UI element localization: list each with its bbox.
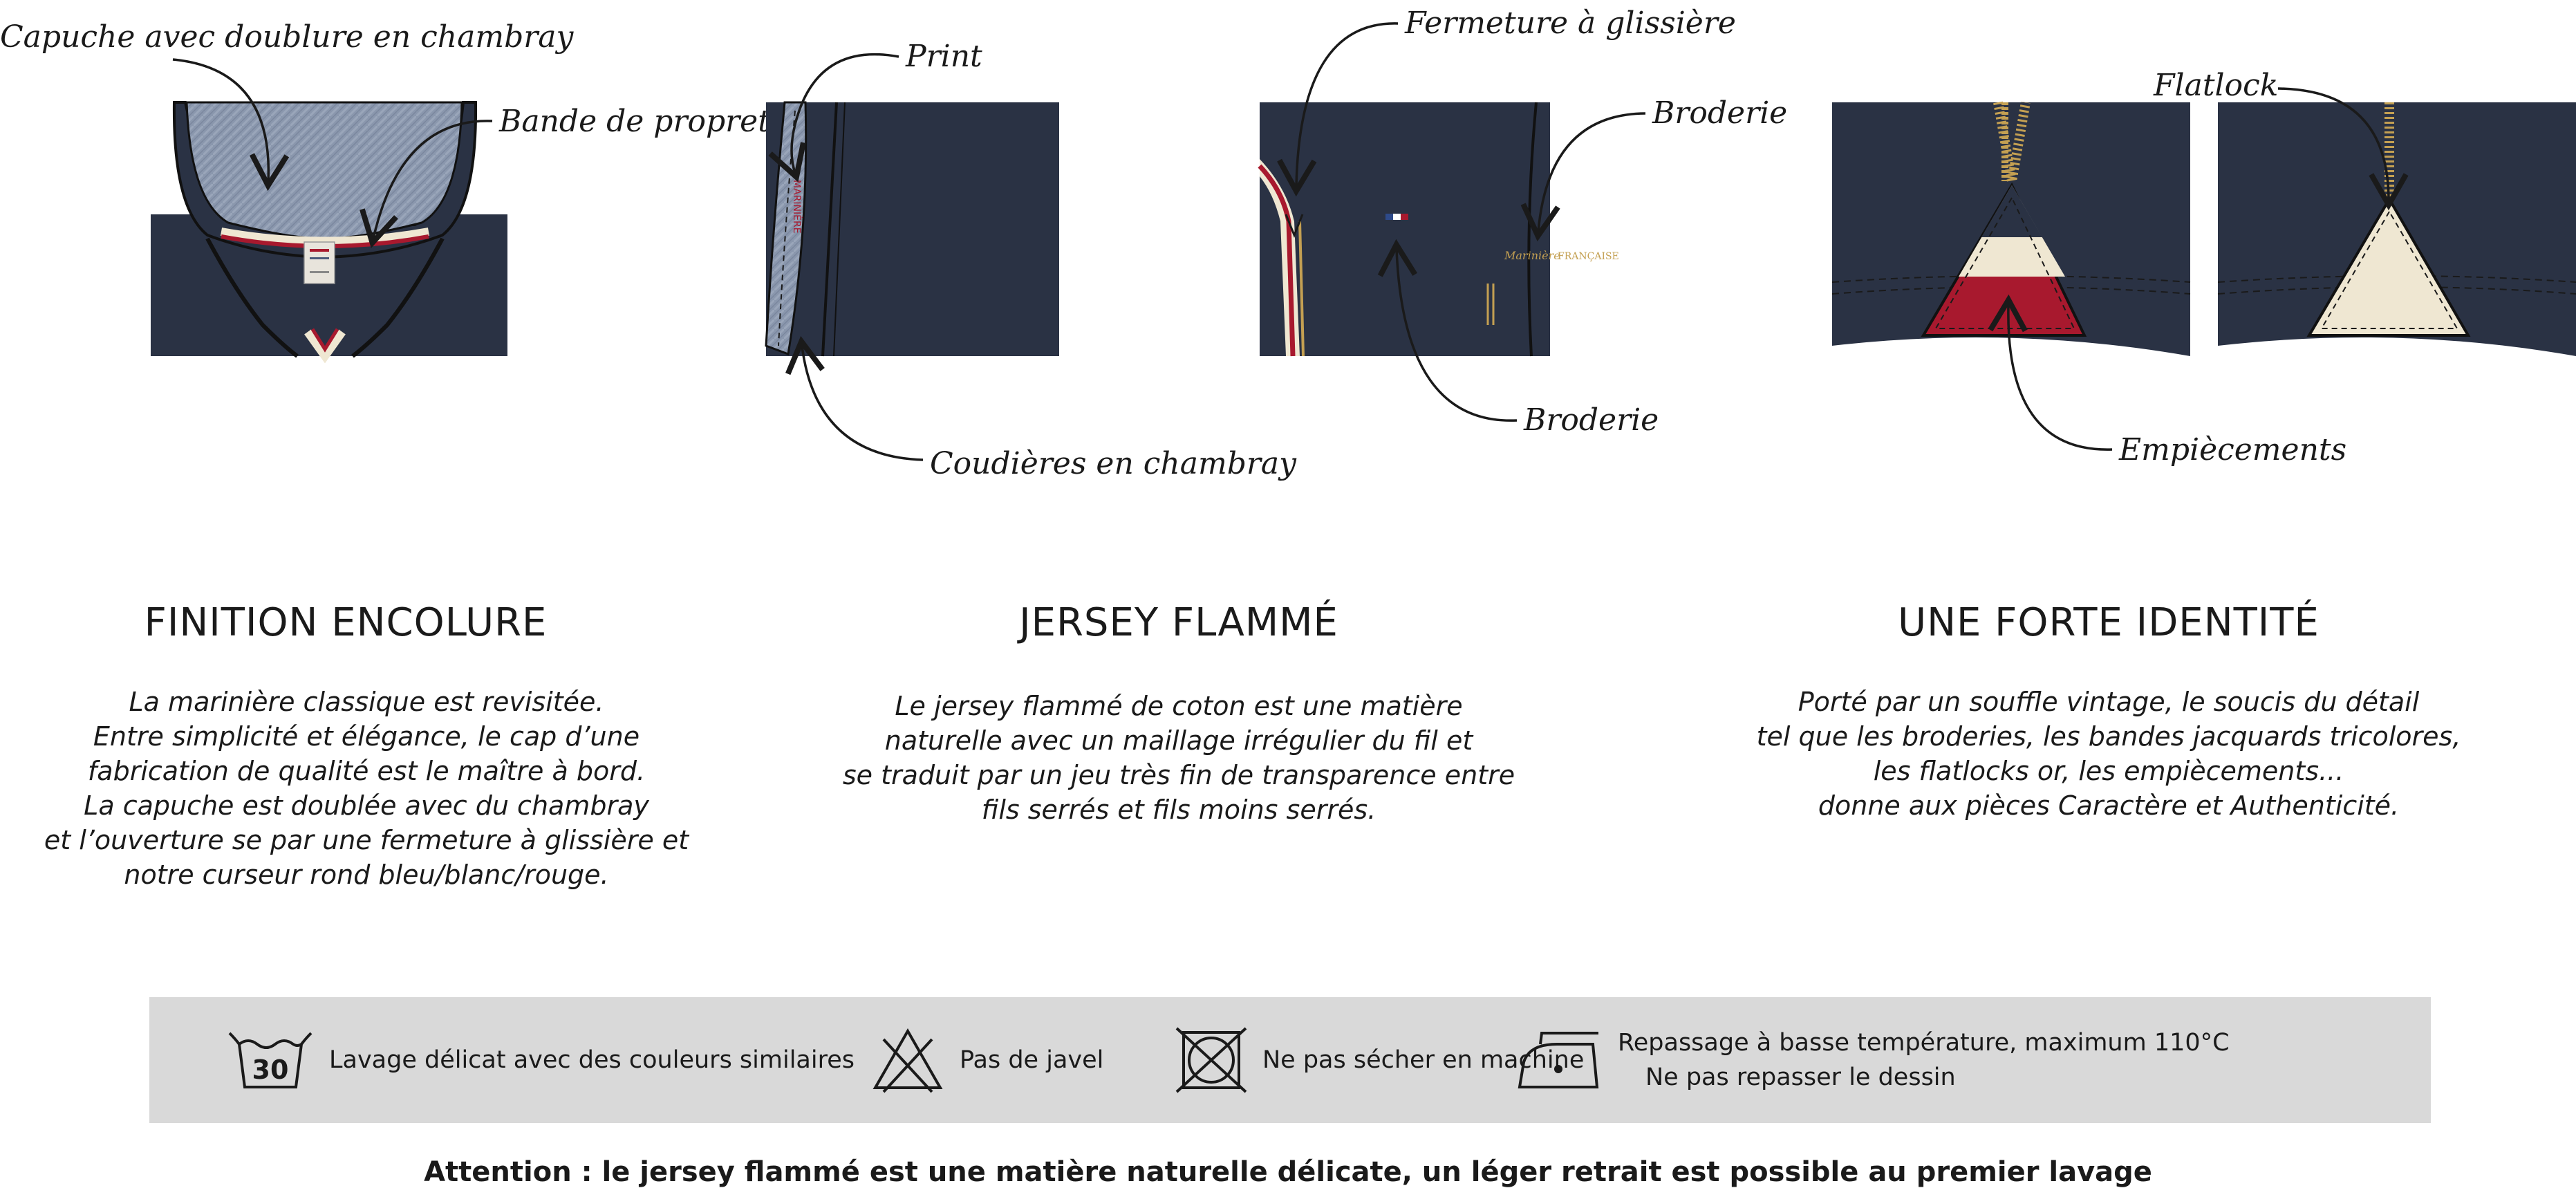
insert-cream-illustration [2217, 102, 2576, 356]
care-item-wash: 30 Lavage délicat avec des couleurs simi… [227, 997, 855, 1123]
column-title-neckline: FINITION ENCOLURE [144, 600, 548, 645]
body-line: La capuche est doublée avec du chambray [84, 790, 649, 821]
callout-arrow [360, 120, 493, 248]
body-line: notre curseur rond bleu/blanc/rouge. [124, 860, 609, 890]
no-tumble-dry-icon [1175, 1027, 1247, 1093]
body-line: tel que les broderies, les bandes jacqua… [1756, 721, 2461, 752]
callout-hood-lining: Capuche avec doublure en chambray [0, 19, 575, 55]
wash-30-icon: 30 [228, 1032, 312, 1088]
body-line: naturelle avec un maillage irrégulier du… [884, 725, 1473, 756]
callout-inserts: Empiècements [2118, 432, 2346, 467]
iron-label-line-2: Ne pas repasser le dessin [1645, 1064, 1956, 1091]
insert-tricolour-illustration [1831, 101, 2191, 356]
care-item-iron: Repassage à basse température, maximum 1… [1515, 997, 2230, 1123]
garment-details-illustrations: Capuche avec doublure en chambray Bande … [0, 6, 2576, 481]
body-line: Porté par un souffle vintage, le soucis … [1798, 687, 2420, 717]
body-line: les flatlocks or, les empiècements... [1873, 756, 2344, 786]
svg-text:MARINIÈRE: MARINIÈRE [791, 180, 803, 234]
shrinkage-warning: Attention : le jersey flammé est une mat… [424, 1156, 2152, 1188]
hood-neckline-illustration [151, 101, 507, 364]
iron-label-line-1: Repassage à basse température, maximum 1… [1618, 1029, 2230, 1057]
callout-zipper: Fermeture à glissière [1404, 6, 1736, 41]
column-body-neckline: La marinière classique est revisitée. En… [0, 685, 733, 892]
iron-low-icon [1518, 1032, 1599, 1088]
callout-arrow [768, 53, 899, 183]
callout-arrow [1988, 294, 2113, 451]
wash-label: Lavage délicat avec des couleurs similai… [329, 1046, 855, 1074]
wash-temperature: 30 [252, 1055, 289, 1085]
callout-arrow [1377, 239, 1518, 422]
callout-embroidery-right: Broderie [1652, 95, 1787, 131]
iron-label: Repassage à basse température, maximum 1… [1618, 1029, 2230, 1091]
body-line: donne aux pièces Caractère et Authentici… [1818, 790, 2400, 821]
body-line: La marinière classique est revisitée. [129, 687, 604, 717]
column-body-jersey: Le jersey flammé de coton est une matièr… [788, 689, 1569, 827]
body-line: Le jersey flammé de coton est une matièr… [895, 691, 1463, 721]
body-line: fabrication de qualité est le maître à b… [87, 756, 646, 786]
callout-embroidery-bottom: Broderie [1523, 402, 1659, 438]
body-line: Entre simplicité et élégance, le cap d’u… [93, 721, 640, 752]
no-bleach-icon [872, 1028, 943, 1093]
care-instructions-bar: 30 Lavage délicat avec des couleurs simi… [149, 997, 2431, 1123]
column-title-identity: UNE FORTE IDENTITÉ [1898, 600, 2320, 645]
callout-elbow-patches: Coudières en chambray [930, 446, 1297, 481]
care-item-bleach: Pas de javel [871, 997, 1103, 1123]
callout-arrow [2277, 87, 2409, 211]
callout-arrow [1277, 22, 1399, 197]
callout-cleanliness-band: Bande de propreté [498, 104, 788, 139]
body-line: fils serrés et fils moins serrés. [981, 795, 1376, 825]
svg-text:FRANÇAISE: FRANÇAISE [1558, 251, 1619, 262]
callout-arrow [785, 335, 924, 461]
callout-arrow [172, 58, 290, 192]
body-line: se traduit par un jeu très fin de transp… [842, 760, 1515, 790]
svg-text:Marinière: Marinière [1504, 249, 1560, 262]
callout-print: Print [905, 39, 982, 74]
callout-flatlock: Flatlock [2153, 68, 2278, 103]
callout-arrow [1520, 112, 1646, 242]
zipper-embroidery-illustration: Marinière FRANÇAISE [1258, 102, 1619, 357]
body-line: et l’ouverture se par une fermeture à gl… [44, 825, 689, 855]
bleach-label: Pas de javel [960, 1046, 1104, 1074]
column-title-jersey: JERSEY FLAMMÉ [1019, 600, 1338, 645]
sleeve-elbow-illustration: MARINIÈRE [765, 101, 1059, 357]
column-body-identity: Porté par un souffle vintage, le soucis … [1694, 685, 2523, 823]
